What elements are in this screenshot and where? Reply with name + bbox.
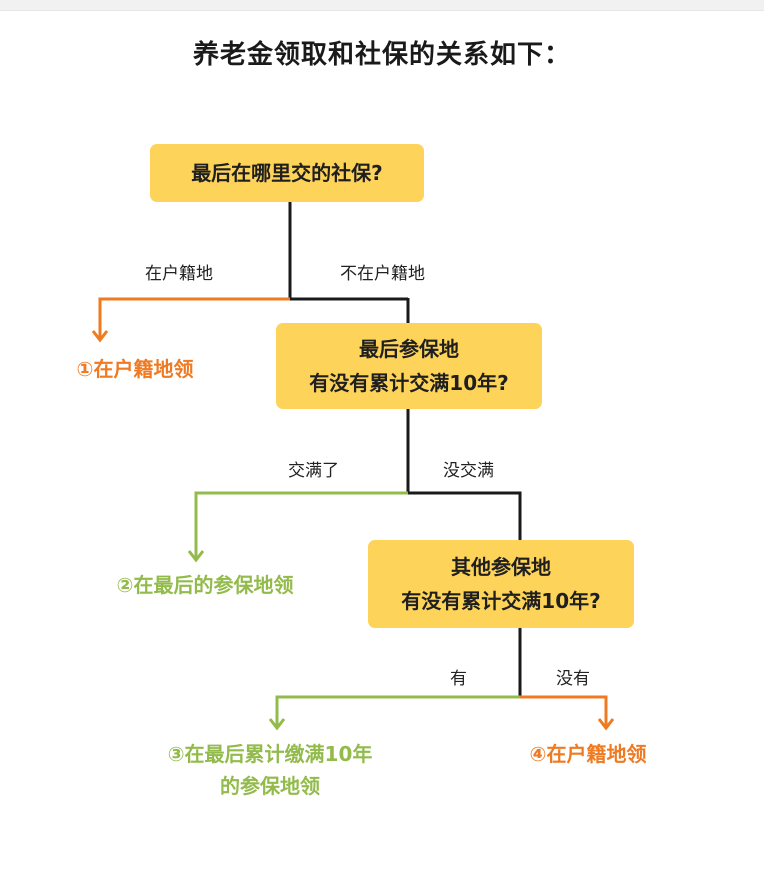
branch-label-full: 交满了 (288, 461, 339, 481)
outcome-line: ④在户籍地领 (529, 742, 647, 766)
branch-label-in-hukou: 在户籍地 (145, 264, 213, 284)
outcome-line: ③在最后累计缴满10年 (167, 742, 373, 766)
diagram-title: 养老金领取和社保的关系如下： (192, 40, 571, 70)
arrow-head-outcome4 (597, 718, 615, 731)
arrow-head-outcome2 (187, 550, 205, 563)
branch-label-not-in-hukou: 不在户籍地 (340, 264, 425, 284)
connector-q2-to-q3 (408, 491, 522, 541)
question-line: 其他参保地 (451, 555, 551, 579)
connector-q1-to-outcome1 (98, 297, 290, 340)
branch-label-yes: 有 (450, 669, 467, 689)
branch-label-not-full: 没交满 (443, 461, 494, 481)
question-line: 最后参保地 (359, 337, 459, 361)
outcome-line: ①在户籍地领 (76, 357, 194, 381)
arrow-head-outcome3 (268, 718, 286, 731)
outcome-4: ④在户籍地领 (500, 738, 676, 770)
question-line: 最后在哪里交的社保? (191, 161, 383, 185)
outcome-1: ①在户籍地领 (50, 353, 220, 385)
question-box-other-place-10-years: 其他参保地 有没有累计交满10年? (368, 540, 634, 628)
outcome-line: ②在最后的参保地领 (116, 573, 294, 597)
connector-q3-to-outcome4 (520, 695, 608, 728)
question-box-last-contribution-place: 最后在哪里交的社保? (150, 144, 424, 202)
question-line: 有没有累计交满10年? (309, 371, 509, 395)
connector-q3-to-outcome3 (275, 695, 520, 728)
top-strip (0, 0, 764, 11)
question-box-last-place-10-years: 最后参保地 有没有累计交满10年? (276, 323, 542, 409)
question-line: 有没有累计交满10年? (401, 589, 601, 613)
outcome-3: ③在最后累计缴满10年 的参保地领 (130, 738, 410, 802)
connector-q2-to-outcome2 (194, 491, 408, 560)
arrow-head-outcome1 (91, 330, 109, 343)
outcome-line: 的参保地领 (220, 774, 320, 798)
branch-label-no: 没有 (556, 669, 590, 689)
outcome-2: ②在最后的参保地领 (80, 569, 330, 601)
